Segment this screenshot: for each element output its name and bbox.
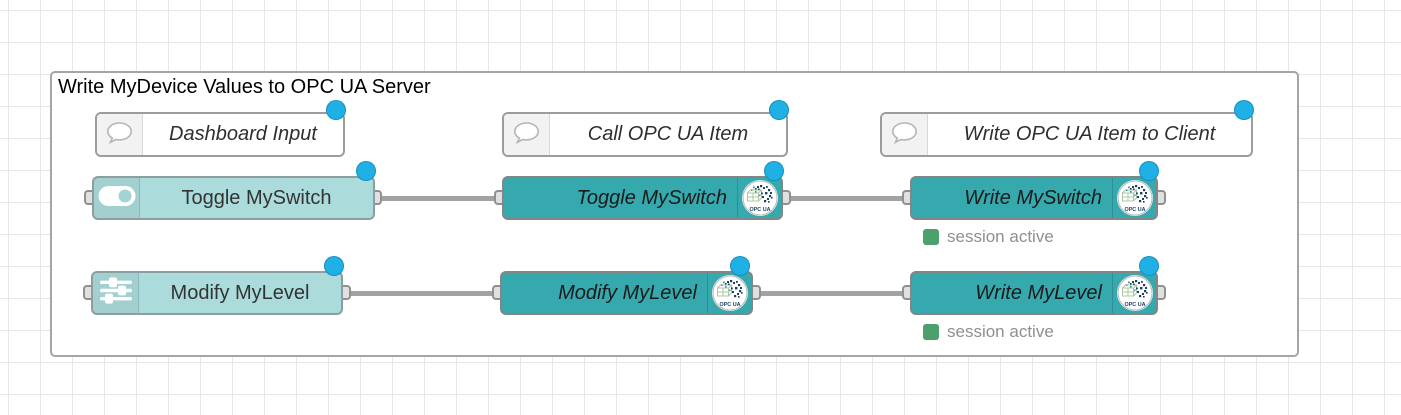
modified-indicator-dot xyxy=(730,256,750,276)
node-opcua-item-toggle-myswitch[interactable]: Toggle MySwitch xyxy=(502,176,783,220)
comment-node-dashboard-input[interactable]: Dashboard Input xyxy=(95,112,345,157)
opcua-logo-icon: OPC UA xyxy=(741,180,778,216)
node-dashboard-modify-mylevel[interactable]: Modify MyLevel xyxy=(91,271,343,315)
comment-icon-area xyxy=(504,114,550,155)
opcua-badge-label: OPC UA xyxy=(749,207,770,213)
opcua-badge-label: OPC UA xyxy=(1124,302,1145,308)
status-text: session active xyxy=(947,322,1054,341)
node-icon-area: OPC UA xyxy=(737,178,781,218)
node-label: Modify MyLevel xyxy=(170,281,310,304)
speech-bubble-icon xyxy=(513,121,540,149)
modified-indicator-dot xyxy=(324,256,344,276)
node-label: Write MyLevel xyxy=(975,281,1102,304)
comment-icon-area xyxy=(882,114,928,155)
node-label: Toggle MySwitch xyxy=(181,186,332,209)
node-label: Write MySwitch xyxy=(964,186,1102,209)
node-icon-area: OPC UA xyxy=(1112,178,1156,218)
modified-indicator-dot xyxy=(326,100,346,120)
node-dashboard-toggle-myswitch[interactable]: Toggle MySwitch xyxy=(92,176,375,220)
wire-toggle-row-2[interactable] xyxy=(783,196,910,201)
node-icon-area xyxy=(94,178,140,218)
group-title: Write MyDevice Values to OPC UA Server xyxy=(58,76,431,98)
node-opcua-write-myswitch[interactable]: Write MySwitch xyxy=(910,176,1158,220)
status-text: session active xyxy=(947,227,1054,246)
comment-node-write-opcua-item[interactable]: Write OPC UA Item to Client xyxy=(880,112,1253,157)
opcua-badge-label: OPC UA xyxy=(719,302,740,308)
speech-bubble-icon xyxy=(891,121,918,149)
modified-indicator-dot xyxy=(769,100,789,120)
modified-indicator-dot xyxy=(1139,256,1159,276)
modified-indicator-dot xyxy=(356,161,376,181)
node-icon-area: OPC UA xyxy=(1112,273,1156,313)
comment-icon-area xyxy=(97,114,143,155)
modified-indicator-dot xyxy=(1234,100,1254,120)
wire-toggle-row-1[interactable] xyxy=(375,196,502,201)
node-label: Modify MyLevel xyxy=(558,281,697,304)
opcua-badge-label: OPC UA xyxy=(1124,207,1145,213)
sliders-icon xyxy=(99,277,132,309)
wire-level-row-1[interactable] xyxy=(343,291,500,296)
toggle-icon xyxy=(98,185,136,212)
comment-label: Call OPC UA Item xyxy=(587,123,749,145)
node-opcua-item-modify-mylevel[interactable]: Modify MyLevel xyxy=(500,271,753,315)
node-label: Toggle MySwitch xyxy=(576,186,727,209)
status-dot-green xyxy=(923,229,939,245)
node-icon-area xyxy=(93,273,139,313)
wire-level-row-2[interactable] xyxy=(753,291,910,296)
comment-label: Write OPC UA Item to Client xyxy=(963,123,1216,145)
modified-indicator-dot xyxy=(764,161,784,181)
comment-label: Dashboard Input xyxy=(169,123,317,145)
modified-indicator-dot xyxy=(1139,161,1159,181)
comment-node-call-opcua-item[interactable]: Call OPC UA Item xyxy=(502,112,788,157)
speech-bubble-icon xyxy=(106,121,133,149)
node-opcua-write-mylevel[interactable]: Write MyLevel xyxy=(910,271,1158,315)
opcua-logo-icon: OPC UA xyxy=(1116,180,1153,216)
status-dot-green xyxy=(923,324,939,340)
opcua-logo-icon: OPC UA xyxy=(1116,275,1153,311)
opcua-logo-icon: OPC UA xyxy=(711,275,748,311)
node-icon-area: OPC UA xyxy=(707,273,751,313)
